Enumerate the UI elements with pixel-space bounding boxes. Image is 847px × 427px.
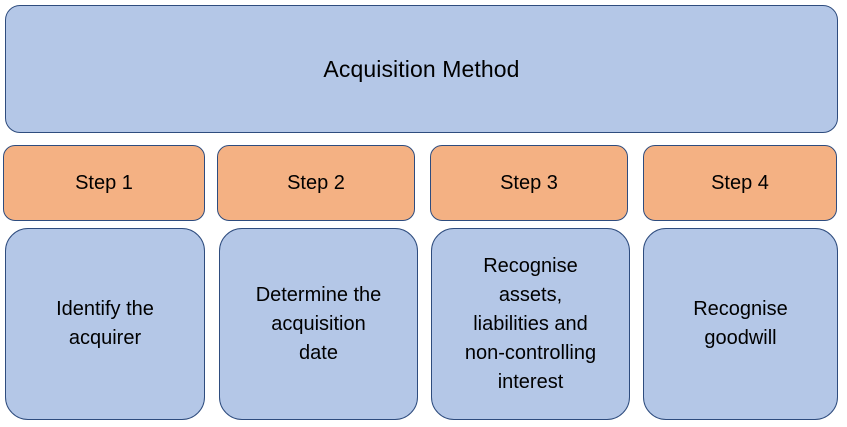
step-description-box-1: Identify the acquirer xyxy=(5,228,205,420)
step-label-4: Step 4 xyxy=(711,171,769,194)
step-box-4: Step 4 xyxy=(643,145,837,221)
step-description-4: Recognise goodwill xyxy=(693,298,788,349)
step-label-2: Step 2 xyxy=(287,171,345,194)
step-description-box-2: Determine the acquisition date xyxy=(219,228,418,420)
step-box-3: Step 3 xyxy=(430,145,628,221)
step-description-3: Recognise assets, liabilities and non-co… xyxy=(464,254,597,393)
step-box-1: Step 1 xyxy=(3,145,205,221)
step-description-box-4: Recognise goodwill xyxy=(643,228,838,420)
header-banner: Acquisition Method xyxy=(5,5,838,133)
step-description-box-3: Recognise assets, liabilities and non-co… xyxy=(431,228,630,420)
step-box-2: Step 2 xyxy=(217,145,415,221)
step-description-1: Identify the acquirer xyxy=(56,298,154,349)
step-label-1: Step 1 xyxy=(75,171,133,194)
diagram-title: Acquisition Method xyxy=(323,56,520,82)
step-description-2: Determine the acquisition date xyxy=(255,283,382,364)
step-label-3: Step 3 xyxy=(500,171,558,194)
